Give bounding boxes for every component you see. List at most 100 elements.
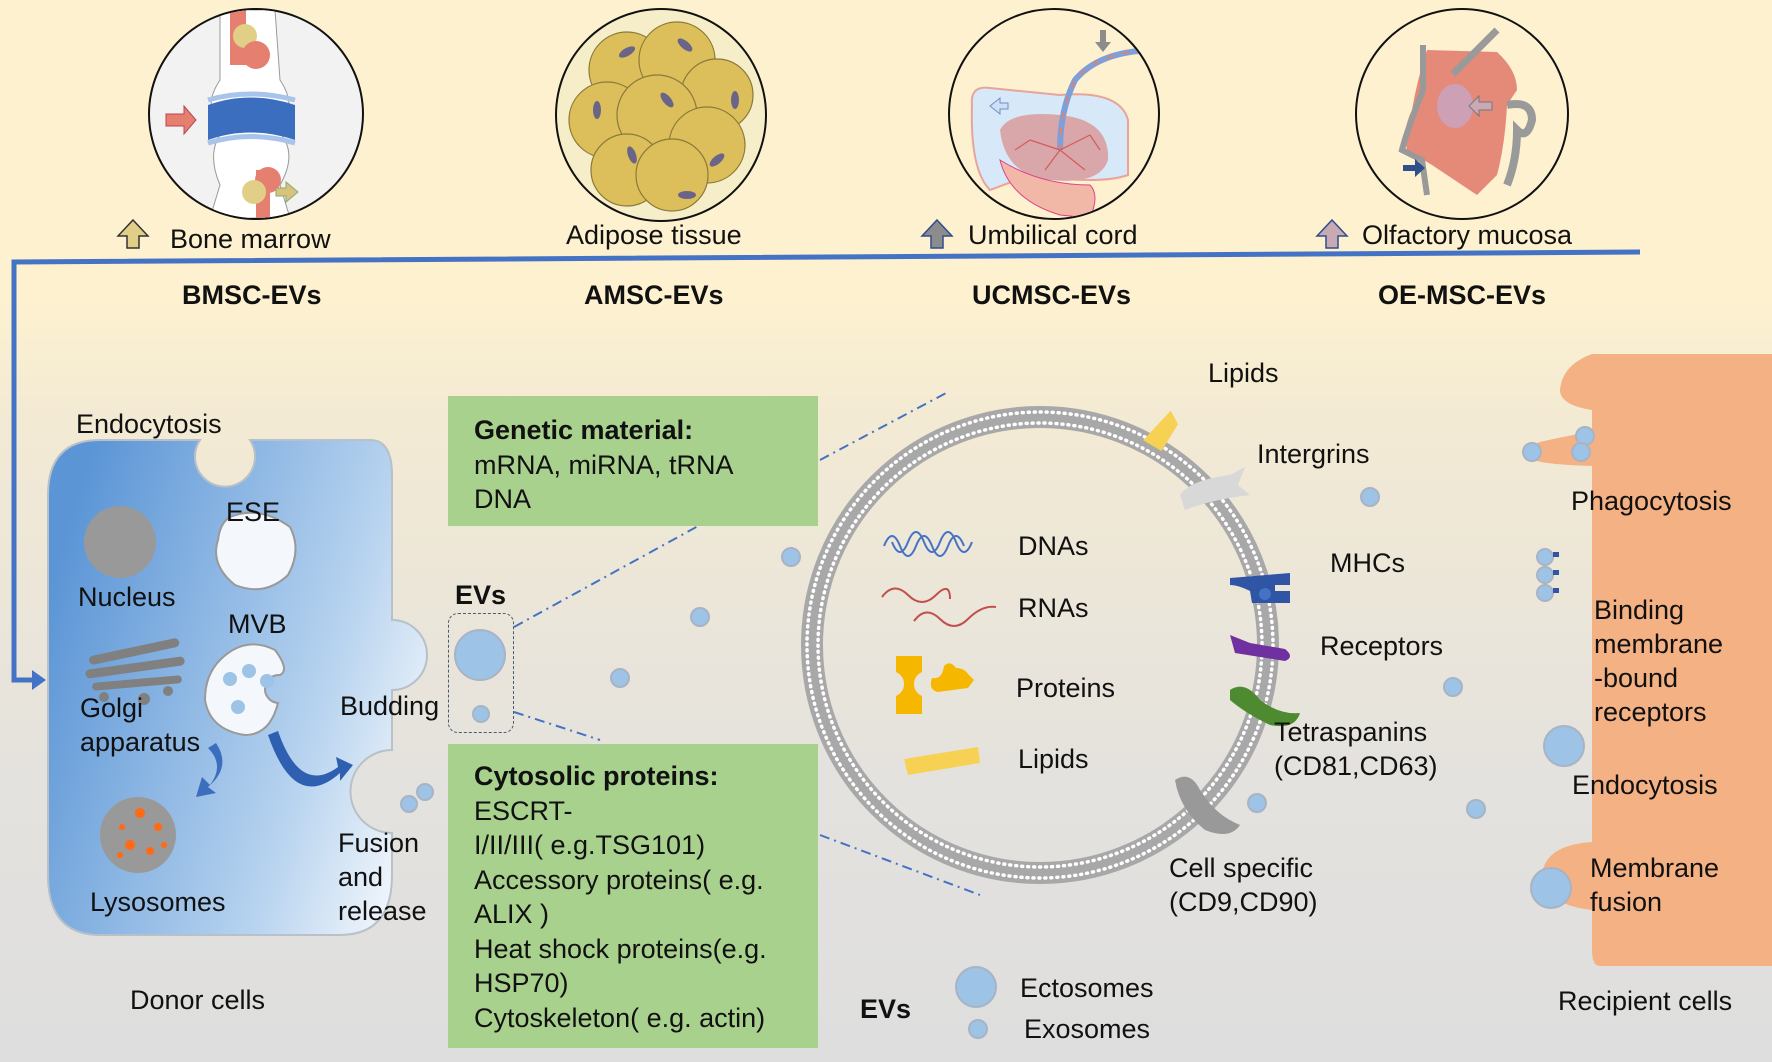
mhc-icon bbox=[1230, 573, 1290, 603]
membrane-label-lipids: Lipids bbox=[1208, 358, 1279, 388]
receptor-icon bbox=[1230, 635, 1290, 661]
membrane-label-tetraspanins-line2: (CD81,CD63) bbox=[1274, 751, 1438, 781]
fat-cells-icon bbox=[568, 21, 754, 212]
binding-label-line4: receptors bbox=[1594, 697, 1707, 727]
ev-label-ucmsc: UCMSC-EVs bbox=[972, 280, 1132, 310]
joint-icon bbox=[165, 10, 299, 218]
receptor-marker bbox=[1553, 552, 1559, 557]
ev-label-amsc: AMSC-EVs bbox=[584, 280, 724, 310]
source-label-umbilical-cord: Umbilical cord bbox=[968, 220, 1138, 250]
olfactory-mucosa-illustration bbox=[1355, 8, 1569, 220]
recipient-cells-caption: Recipient cells bbox=[1558, 986, 1733, 1016]
membrane-label-cell-specific-line1: Cell specific bbox=[1169, 853, 1314, 883]
membrane-label-receptors: Receptors bbox=[1320, 631, 1444, 661]
bound-ev bbox=[1536, 548, 1554, 566]
binding-label-line2: membrane bbox=[1594, 629, 1724, 659]
donor-cell bbox=[47, 439, 428, 936]
cytosolic-proteins-line: Heat shock proteins(e.g. bbox=[474, 933, 767, 964]
cytosolic-proteins-line: ESCRT- bbox=[474, 795, 573, 826]
nucleus-label: Nucleus bbox=[78, 582, 176, 612]
receptor-marker bbox=[1553, 588, 1559, 593]
fusion-label-line2: and bbox=[338, 862, 384, 892]
membrane-label-cell-specific-line2: (CD9,CD90) bbox=[1169, 887, 1318, 917]
membrane-lipid-icon bbox=[1143, 410, 1179, 452]
genetic-material-line: DNA bbox=[474, 484, 532, 514]
flow-line bbox=[11, 249, 1641, 690]
membrane-fusion-label-line1: Membrane bbox=[1590, 853, 1720, 883]
ev-label-oe-msc: OE-MSC-EVs bbox=[1378, 280, 1547, 310]
cargo-label-dna: DNAs bbox=[1018, 531, 1089, 561]
mvb-label: MVB bbox=[228, 609, 287, 639]
bound-ev bbox=[1536, 566, 1554, 584]
source-label-adipose: Adipose tissue bbox=[566, 220, 742, 250]
umbilical-cord-illustration bbox=[948, 8, 1160, 220]
genetic-material-box: Genetic material: mRNA, miRNA, tRNA DNA bbox=[448, 396, 818, 526]
receptor-marker bbox=[1553, 570, 1559, 575]
adipose-tissue-illustration bbox=[555, 8, 767, 222]
evs-callout-frame bbox=[448, 613, 514, 733]
ese-label: ESE bbox=[226, 497, 281, 527]
ectosome bbox=[454, 629, 506, 681]
cargo-label-lipid: Lipids bbox=[1018, 744, 1089, 774]
endocytosed-ev bbox=[1543, 725, 1585, 767]
bone-marrow-illustration bbox=[148, 8, 364, 220]
placenta-icon bbox=[970, 30, 1158, 218]
membrane-label-integrins: Intergrins bbox=[1257, 439, 1370, 469]
legend-label-ectosomes: Ectosomes bbox=[1020, 973, 1154, 1003]
exosome bbox=[610, 668, 630, 688]
donor-cells-caption: Donor cells bbox=[130, 985, 266, 1015]
exosome bbox=[400, 795, 418, 813]
fusing-ev bbox=[1530, 867, 1572, 909]
cargo-label-rna: RNAs bbox=[1018, 593, 1089, 623]
cytosolic-proteins-line: I/II/III( e.g.TSG101) bbox=[474, 830, 706, 860]
legend-title: EVs bbox=[860, 994, 912, 1024]
fusion-label-line3: release bbox=[338, 896, 427, 926]
evs-callout-title: EVs bbox=[455, 580, 507, 610]
lysosomes-label: Lysosomes bbox=[90, 887, 226, 917]
mhc-peptide-icon bbox=[1259, 588, 1271, 600]
exosome bbox=[1360, 487, 1380, 507]
genetic-material-title: Genetic material: bbox=[474, 415, 694, 445]
binding-label-line1: Binding bbox=[1594, 595, 1685, 625]
exosome bbox=[690, 607, 710, 627]
binding-label-line3: -bound bbox=[1594, 663, 1679, 693]
donor-endocytosis-label: Endocytosis bbox=[76, 409, 222, 439]
cargo-label-protein: Proteins bbox=[1016, 673, 1116, 703]
cytosolic-proteins-line: HSP70) bbox=[474, 968, 569, 998]
phagocytosis-label: Phagocytosis bbox=[1571, 486, 1732, 516]
exosome bbox=[781, 547, 801, 567]
source-label-bone-marrow: Bone marrow bbox=[170, 224, 331, 254]
arrow-up-icon bbox=[116, 218, 150, 249]
cell-specific-marker-icon bbox=[1175, 776, 1240, 834]
cytosolic-proteins-box: Cytosolic proteins: ESCRT- I/II/III( e.g… bbox=[448, 744, 818, 1048]
cytosolic-proteins-line: Cytoskeleton( e.g. actin) bbox=[474, 1002, 766, 1033]
exosome bbox=[1247, 793, 1267, 813]
legend-label-exosomes: Exosomes bbox=[1024, 1014, 1151, 1044]
dna-icon bbox=[883, 531, 973, 557]
exosome bbox=[1466, 799, 1486, 819]
integrin-icon bbox=[1180, 467, 1250, 510]
golgi-label-line1: Golgi bbox=[80, 693, 144, 723]
membrane-fusion-label-line2: fusion bbox=[1590, 887, 1663, 917]
rna-icon bbox=[881, 587, 997, 627]
cytosolic-proteins-line: ALIX ) bbox=[474, 899, 550, 929]
cytosolic-proteins-line: Accessory proteins( e.g. bbox=[474, 864, 764, 895]
genetic-material-line: mRNA, miRNA, tRNA bbox=[474, 449, 734, 480]
source-label-olfactory-mucosa: Olfactory mucosa bbox=[1362, 220, 1573, 250]
membrane-label-mhcs: MHCs bbox=[1330, 548, 1405, 578]
golgi-label-line2: apparatus bbox=[80, 727, 201, 757]
phagocytosed-ev bbox=[1571, 442, 1591, 462]
exosome bbox=[1443, 677, 1463, 697]
membrane-label-tetraspanins-line1: Tetraspanins bbox=[1274, 717, 1428, 747]
arrow-up-icon bbox=[920, 218, 954, 249]
ev-membrane bbox=[801, 406, 1300, 884]
lipid-icon bbox=[904, 747, 980, 775]
nasal-cavity-icon bbox=[1398, 27, 1537, 196]
ev-label-bmsc: BMSC-EVs bbox=[182, 280, 322, 310]
legend-ectosome-icon bbox=[955, 966, 997, 1008]
phagocytosed-ev bbox=[1522, 442, 1542, 462]
arrow-up-icon bbox=[1315, 218, 1349, 249]
recipient-endocytosis-label: Endocytosis bbox=[1572, 770, 1718, 800]
bound-ev bbox=[1536, 584, 1554, 602]
